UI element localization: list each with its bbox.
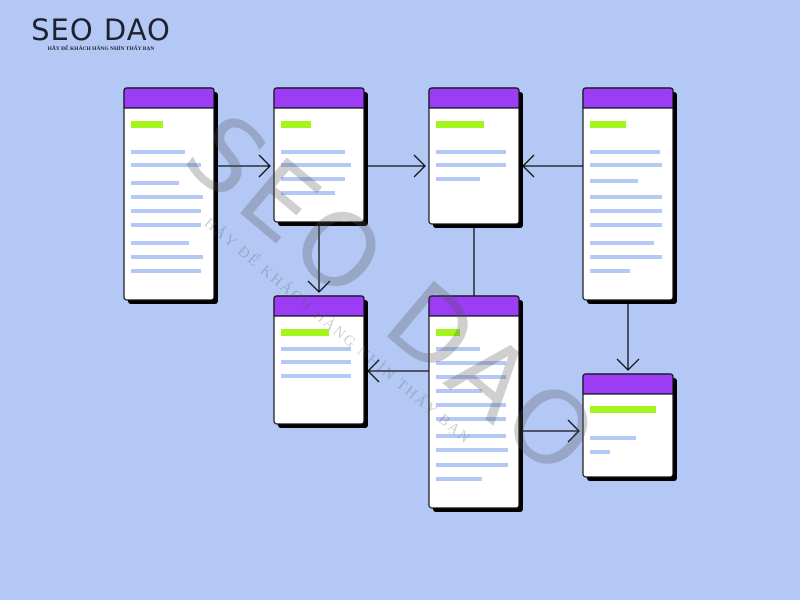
card-title-bar [436, 121, 484, 128]
card-text-line [436, 163, 506, 167]
card-header [428, 295, 520, 317]
card-text-line [436, 403, 506, 407]
card-title-bar [131, 121, 163, 128]
card-text-line [590, 150, 660, 154]
card-text-line [436, 347, 480, 351]
card-title-bar [590, 121, 626, 128]
card-text-line [131, 223, 201, 227]
card-text-line [590, 195, 662, 199]
card-text-line [436, 150, 506, 154]
card-text-line [281, 360, 351, 364]
card-text-line [131, 209, 201, 213]
logo: SEO DAO HÃY ĐỂ KHÁCH HÀNG NHÌN THẤY BẠN [18, 14, 184, 52]
card-text-line [590, 269, 630, 273]
card-text-line [590, 163, 662, 167]
card-7 [582, 373, 677, 481]
card-text-line [436, 434, 506, 438]
card-text-line [590, 255, 662, 259]
card-title-bar [590, 406, 656, 413]
card-text-line [590, 450, 610, 454]
watermark-title: SEO DAO [164, 91, 622, 502]
card-title-bar [281, 121, 311, 128]
card-text-line [281, 177, 345, 181]
card-5 [273, 295, 368, 428]
card-text-line [436, 417, 506, 421]
card-text-line [131, 269, 201, 273]
card-header [123, 87, 215, 109]
card-text-line [436, 375, 506, 379]
card-2 [273, 87, 368, 226]
card-title-bar [436, 329, 460, 336]
card-text-line [281, 191, 335, 195]
card-body [582, 87, 674, 301]
card-header [428, 87, 520, 109]
card-text-line [590, 223, 662, 227]
card-text-line [436, 477, 482, 481]
card-3 [428, 87, 523, 228]
card-text-line [590, 179, 638, 183]
card-text-line [436, 361, 506, 365]
card-text-line [436, 448, 508, 452]
card-text-line [590, 209, 662, 213]
card-text-line [281, 347, 351, 351]
card-text-line [131, 241, 189, 245]
card-text-line [590, 241, 654, 245]
card-6 [428, 295, 523, 512]
card-text-line [281, 150, 345, 154]
card-text-line [281, 374, 351, 378]
arrowhead-icon [567, 419, 580, 443]
card-text-line [131, 150, 185, 154]
card-text-line [590, 436, 636, 440]
arrowhead-icon [616, 358, 640, 371]
card-header [582, 87, 674, 109]
card-text-line [436, 463, 508, 467]
card-header [273, 295, 365, 317]
card-text-line [131, 163, 201, 167]
card-text-line [436, 177, 480, 181]
logo-tagline: HÃY ĐỂ KHÁCH HÀNG NHÌN THẤY BẠN [47, 46, 155, 52]
card-header [273, 87, 365, 109]
arrowhead-icon [258, 154, 271, 178]
connectors [214, 154, 640, 443]
card-title-bar [281, 329, 329, 336]
logo-title: SEO DAO [31, 13, 171, 47]
card-text-line [436, 389, 482, 393]
arrowhead-icon [307, 280, 331, 293]
card-1 [123, 87, 218, 304]
card-4 [582, 87, 677, 304]
card-text-line [281, 163, 351, 167]
card-text-line [131, 181, 179, 185]
card-header [582, 373, 674, 395]
card-text-line [131, 255, 203, 259]
arrowhead-icon [413, 154, 426, 178]
card-text-line [131, 195, 203, 199]
